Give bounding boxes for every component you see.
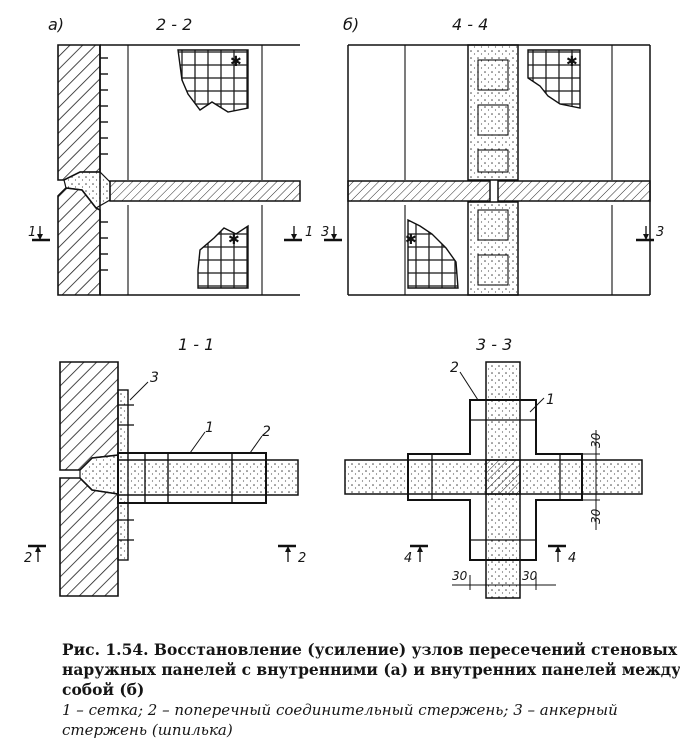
figure-caption: Рис. 1.54. Восстановление (усиление) узл… <box>62 640 680 740</box>
svg-text:1: 1 <box>305 225 313 240</box>
view-1-1: 1 - 1 3 1 2 2 <box>24 335 306 597</box>
callout-2-right: 2 <box>450 360 459 376</box>
callout-1-right: 1 <box>546 392 555 408</box>
outer-panel-upper <box>57 44 101 181</box>
outer-wall-lower <box>59 477 119 597</box>
reinforcement-jacket <box>117 452 267 504</box>
cut-mark-3-right: 3 <box>636 225 664 242</box>
cross-reinforcement-jacket <box>407 399 583 561</box>
svg-text:3: 3 <box>321 225 329 240</box>
section-title-1-1: 1 - 1 <box>178 335 214 354</box>
svg-text:✱: ✱ <box>566 54 578 70</box>
mesh-patch-left <box>407 218 459 289</box>
dim-30-d: 30 <box>522 569 538 583</box>
legend-line-2: стержень (шпилька) <box>62 721 233 739</box>
slab-right <box>497 180 651 202</box>
view-4-4: б) 4 - 4 ✱ ✱ 3 <box>321 15 664 296</box>
cut-mark-4-right: 4 <box>548 544 576 566</box>
svg-text:✱: ✱ <box>228 232 240 248</box>
svg-text:2: 2 <box>298 551 306 566</box>
joint-fill <box>63 171 111 209</box>
outer-wall-upper <box>59 361 119 471</box>
slab-left <box>347 180 491 202</box>
dim-30-a: 30 <box>589 432 603 448</box>
label-a: а) <box>48 15 64 34</box>
view-3-3: 3 - 3 2 1 30 30 <box>344 335 643 599</box>
cut-mark-1-right: 1 <box>284 225 313 242</box>
vertical-panel-lower <box>467 201 519 296</box>
caption-line-1: Рис. 1.54. Восстановление (усиление) узл… <box>62 640 678 659</box>
section-title-3-3: 3 - 3 <box>476 335 512 354</box>
figure-legend: 1 – сетка; 2 – поперечный соединительный… <box>62 700 674 740</box>
vertical-panel-upper <box>467 44 519 181</box>
dim-30-c: 30 <box>452 569 468 583</box>
svg-text:4: 4 <box>404 551 412 566</box>
label-b: б) <box>343 15 359 34</box>
caption-line-3: собой (б) <box>62 680 145 699</box>
cut-mark-2-left: 2 <box>24 544 46 566</box>
cut-mark-3-left: 3 <box>321 225 342 242</box>
svg-text:2: 2 <box>24 551 32 566</box>
cut-mark-1-left: 1 <box>28 225 50 242</box>
cut-mark-2-right: 2 <box>278 544 306 566</box>
view-2-2: а) 2 - 2 ✱ ✱ <box>28 15 313 296</box>
floor-slab <box>109 180 301 202</box>
technical-drawing: а) 2 - 2 ✱ ✱ <box>24 15 664 599</box>
callout-1: 1 <box>205 420 214 436</box>
dim-30-b: 30 <box>589 508 603 524</box>
legend-line-1: 1 – сетка; 2 – поперечный соединительный… <box>62 701 618 719</box>
joint-core <box>485 459 521 495</box>
svg-text:4: 4 <box>568 551 576 566</box>
section-title-4-4: 4 - 4 <box>452 15 488 34</box>
mesh-patch-upper <box>177 49 249 113</box>
svg-text:✱: ✱ <box>405 232 417 248</box>
cut-mark-4-left: 4 <box>404 544 428 566</box>
section-title-2-2: 2 - 2 <box>156 15 192 34</box>
inner-panel <box>117 459 299 496</box>
callout-2: 2 <box>262 424 271 440</box>
svg-text:3: 3 <box>656 225 664 240</box>
callout-3: 3 <box>150 370 159 386</box>
mesh-patch-lower <box>197 224 249 289</box>
svg-text:1: 1 <box>28 225 36 240</box>
mesh-patch-right <box>527 49 581 109</box>
svg-text:✱: ✱ <box>230 54 242 70</box>
caption-line-2: наружных панелей с внутренними (а) и вну… <box>62 660 680 679</box>
